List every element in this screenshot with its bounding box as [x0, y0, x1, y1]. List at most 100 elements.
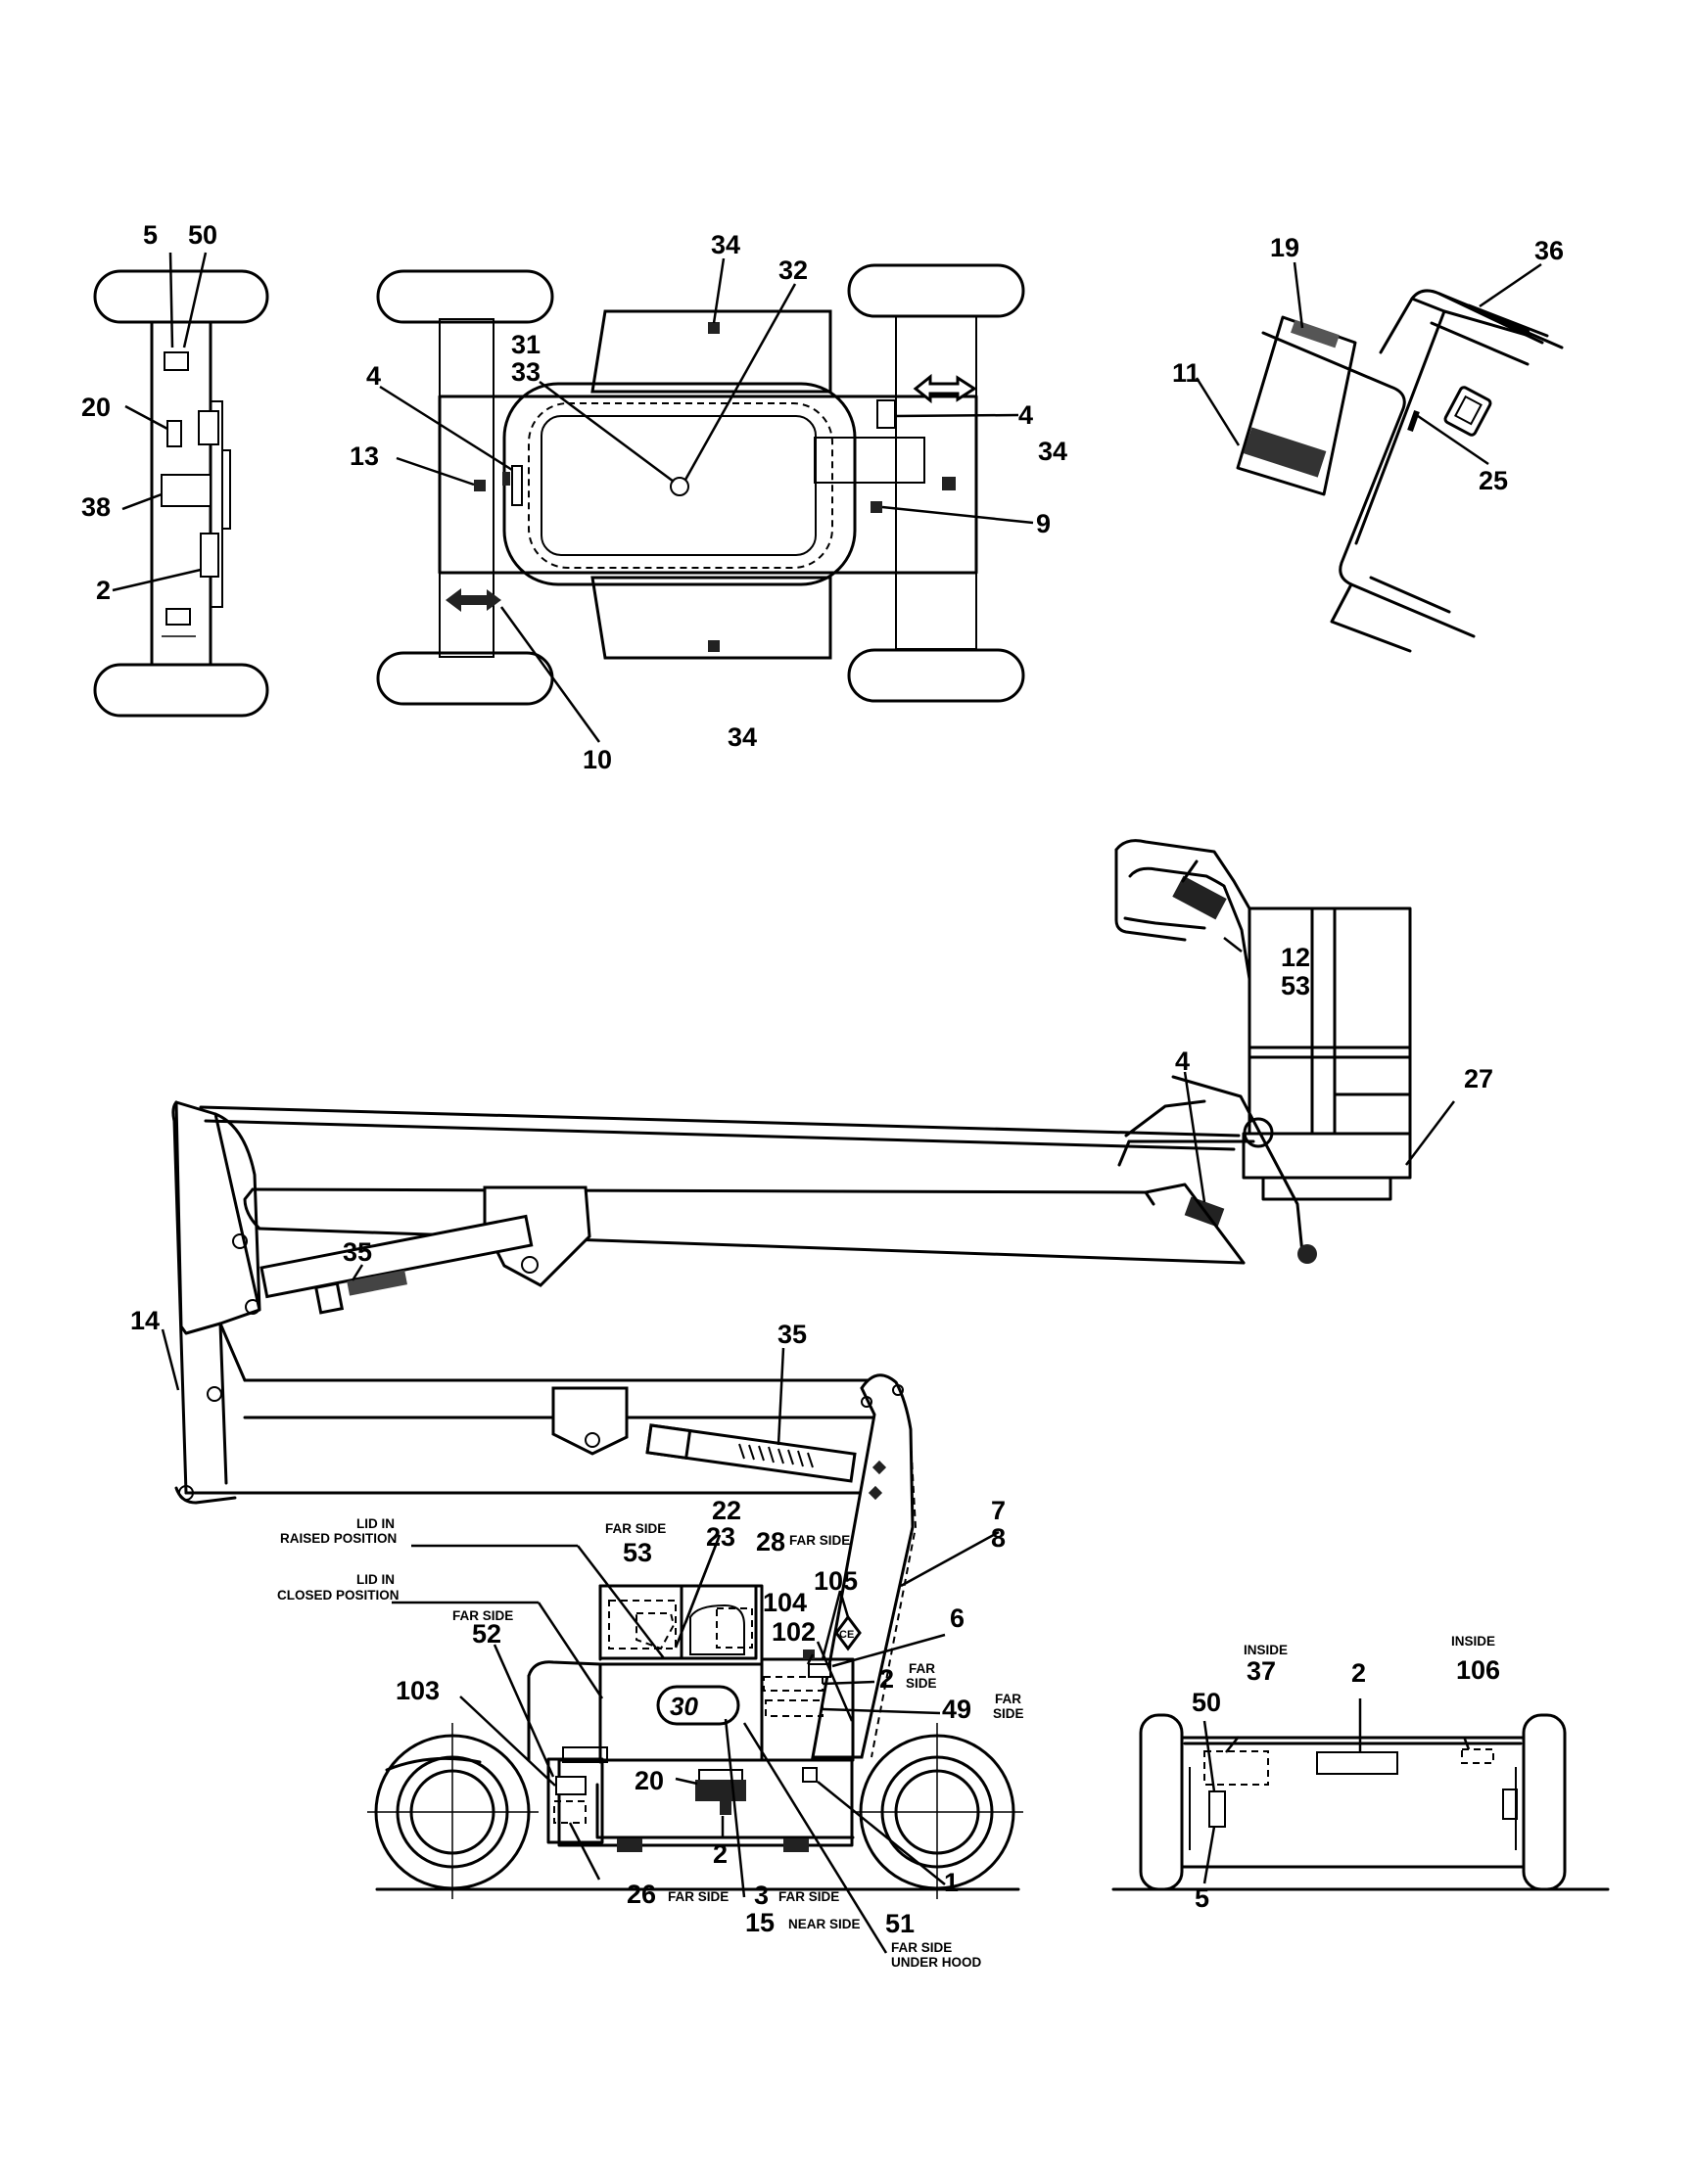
decal-13 — [474, 480, 486, 491]
callout-2: 2 — [713, 1839, 728, 1869]
note-lid-closed: CLOSED POSITION — [277, 1588, 400, 1603]
callout-32: 32 — [778, 256, 808, 285]
decal-23-lid — [636, 1612, 676, 1650]
note-far-side: SIDE — [906, 1676, 937, 1691]
decal-10-arrow — [446, 588, 501, 612]
decal-9 — [871, 501, 882, 513]
decal-106 — [1461, 1748, 1494, 1764]
callout-26: 26 — [627, 1880, 656, 1909]
callout-15: 15 — [745, 1908, 775, 1937]
callout-53: 53 — [623, 1538, 652, 1567]
decal-38 — [161, 474, 212, 507]
rear-view — [93, 269, 269, 718]
decal-105-ce: CE — [834, 1614, 862, 1651]
note-far-side: FAR SIDE — [605, 1521, 666, 1536]
callout-6: 6 — [950, 1603, 965, 1633]
callout-27: 27 — [1464, 1064, 1493, 1093]
decal-7-8 — [871, 1460, 887, 1475]
callout-2: 2 — [96, 576, 111, 605]
callout-37: 37 — [1247, 1656, 1276, 1686]
note-under-hood: UNDER HOOD — [891, 1955, 982, 1970]
note-inside: INSIDE — [1244, 1643, 1288, 1657]
callout-36: 36 — [1534, 236, 1564, 265]
top-view — [376, 263, 1025, 706]
leader-lines — [112, 252, 1542, 1954]
decal-34-top — [708, 322, 720, 334]
callout-3: 3 — [754, 1881, 769, 1910]
decal-34-right — [942, 477, 956, 490]
ce-mark: CE — [839, 1629, 854, 1641]
front-view — [1111, 1713, 1610, 1891]
platform-view — [1236, 289, 1564, 653]
arrow-decal-right — [913, 373, 977, 404]
note-lid-raised: RAISED POSITION — [280, 1531, 397, 1546]
callout-4: 4 — [366, 361, 381, 391]
callout-20: 20 — [81, 393, 111, 422]
note-far-side: FAR SIDE — [789, 1533, 850, 1548]
note-far-side: SIDE — [993, 1706, 1024, 1721]
callout-103: 103 — [396, 1676, 440, 1705]
decal-50-5-front — [1208, 1790, 1226, 1828]
callout-5: 5 — [1195, 1883, 1209, 1913]
decal-28 — [716, 1607, 753, 1649]
callout-105: 105 — [814, 1566, 858, 1596]
callout-38: 38 — [81, 492, 111, 522]
decal-35-upper — [347, 1270, 407, 1296]
callout-34: 34 — [1038, 437, 1067, 466]
callout-25: 25 — [1479, 466, 1508, 495]
notes: LID IN RAISED POSITION LID IN CLOSED POS… — [277, 1516, 1495, 1970]
callout-34: 34 — [711, 230, 740, 259]
callout-28: 28 — [756, 1527, 785, 1557]
callout-2: 2 — [1351, 1658, 1366, 1688]
callout-53: 53 — [1281, 971, 1310, 1000]
decal-26 — [553, 1800, 587, 1824]
callout-52: 52 — [472, 1619, 501, 1649]
callout-20: 20 — [635, 1766, 664, 1795]
callout-50: 50 — [188, 220, 217, 250]
callout-13: 13 — [350, 441, 379, 471]
decal-4-right — [876, 399, 896, 429]
decal-11 — [1243, 427, 1327, 478]
logo-30-electric: 30 — [656, 1685, 740, 1726]
callout-14: 14 — [130, 1306, 160, 1335]
callout-102: 102 — [772, 1617, 816, 1647]
note-far-side: FAR SIDE — [668, 1889, 729, 1904]
decal-35-lower — [738, 1443, 814, 1468]
note-near-side: NEAR SIDE — [788, 1917, 861, 1931]
callout-35: 35 — [343, 1237, 372, 1267]
callout-23: 23 — [706, 1522, 735, 1552]
note-lid-raised: LID IN — [356, 1516, 395, 1531]
callout-7: 7 — [991, 1496, 1006, 1525]
decal-4-left — [511, 465, 523, 506]
callout-31: 31 — [511, 330, 541, 359]
decal-2-front — [1316, 1751, 1398, 1775]
callout-12: 12 — [1281, 943, 1310, 972]
callout-33: 33 — [511, 357, 541, 387]
decal-5-50-rear — [164, 351, 189, 371]
callout-50: 50 — [1192, 1688, 1221, 1717]
callout-1: 1 — [944, 1868, 959, 1897]
note-far-side: FAR SIDE — [778, 1889, 839, 1904]
callout-5: 5 — [143, 220, 158, 250]
callout-49: 49 — [942, 1695, 971, 1724]
callout-2: 2 — [879, 1664, 894, 1694]
note-far-side: FAR SIDE — [891, 1940, 952, 1955]
note-far-side: FAR — [909, 1661, 935, 1676]
callout-104: 104 — [763, 1588, 807, 1617]
decal-31-33 — [670, 477, 689, 496]
decal-2-side — [720, 1801, 731, 1815]
decal-1 — [802, 1767, 818, 1783]
decal-20-side — [695, 1780, 746, 1801]
decal-34-bottom — [708, 640, 720, 652]
decal-37 — [1203, 1750, 1269, 1786]
callout-numbers: 5 50 20 38 2 34 32 31 33 4 13 4 34 9 34 … — [81, 220, 1564, 1938]
note-far-side: FAR SIDE — [452, 1608, 513, 1623]
callout-35: 35 — [777, 1320, 807, 1349]
decal-19 — [1291, 319, 1340, 349]
decal-103 — [555, 1776, 587, 1795]
callout-10: 10 — [583, 745, 612, 774]
callout-34: 34 — [728, 722, 757, 752]
callout-9: 9 — [1036, 509, 1051, 538]
callout-8: 8 — [991, 1523, 1006, 1553]
